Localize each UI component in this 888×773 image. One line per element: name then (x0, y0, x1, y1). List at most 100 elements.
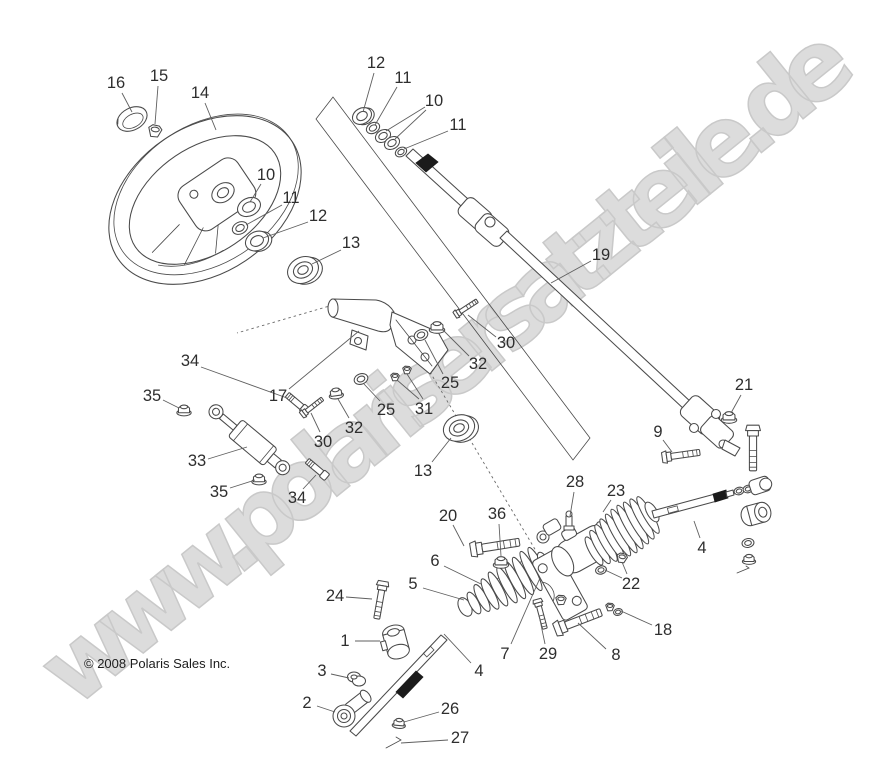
callout-label-34: 34 (288, 489, 306, 507)
callout-leader-26 (404, 712, 439, 722)
callout-leader-27 (401, 740, 448, 743)
callout-label-33: 33 (188, 452, 206, 470)
callout-leader-7 (511, 578, 540, 644)
steering-damper (204, 399, 296, 481)
callout-leader-36 (499, 524, 501, 556)
callout-label-19: 19 (592, 246, 610, 264)
callout-leader-22 (605, 570, 622, 578)
callout-label-30: 30 (314, 433, 332, 451)
callout-leader-13 (312, 250, 341, 264)
callout-leader-15 (155, 86, 158, 124)
callout-label-27: 27 (451, 729, 469, 747)
damper-nut-lower (252, 474, 266, 485)
callout-leader-19 (551, 261, 591, 283)
callout-leader-4 (694, 521, 700, 538)
callout-label-12: 12 (309, 207, 327, 225)
callout-leader-28 (570, 492, 574, 516)
callout-leader-32 (338, 399, 349, 418)
damper-stud-lower (305, 458, 330, 481)
callout-label-5: 5 (408, 575, 417, 593)
tie-rod-end-left (333, 580, 411, 748)
callout-label-35: 35 (143, 387, 161, 405)
callout-leader-9 (663, 440, 672, 452)
assembly-dotted-lines (237, 305, 536, 600)
callout-label-32: 32 (345, 419, 363, 437)
callout-label-10: 10 (425, 92, 443, 110)
callout-leader-30 (468, 315, 496, 337)
damper-nut-upper (177, 405, 191, 416)
callout-leader-11 (246, 205, 282, 225)
callout-leader-6 (444, 566, 481, 584)
callout-label-13: 13 (414, 462, 432, 480)
callout-leader-33 (208, 447, 247, 459)
callout-label-10: 10 (257, 166, 275, 184)
callout-label-29: 29 (539, 645, 557, 663)
callout-label-28: 28 (566, 473, 584, 491)
callout-label-15: 15 (150, 67, 168, 85)
callout-leader-35 (230, 480, 255, 488)
callout-label-30: 30 (497, 334, 515, 352)
shaft-bearing (439, 409, 482, 448)
reference-box (316, 97, 590, 460)
callout-label-7: 7 (500, 645, 509, 663)
callout-leader-22 (622, 562, 627, 574)
callout-label-26: 26 (441, 700, 459, 718)
callout-leader-17 (289, 331, 359, 389)
callout-leader-12 (363, 73, 374, 112)
callout-leader-12 (263, 222, 308, 238)
callout-leader-25 (425, 340, 443, 374)
callout-leader-30 (311, 413, 320, 432)
callout-label-17: 17 (269, 387, 287, 405)
callout-leader-31 (397, 380, 419, 399)
callout-leader-2 (317, 706, 335, 712)
callout-label-11: 11 (394, 69, 411, 87)
callout-leader-10 (250, 184, 261, 202)
horn-cap (113, 102, 152, 136)
callout-leader-24 (346, 597, 372, 599)
callout-leader-20 (453, 525, 464, 546)
callout-leader-13 (432, 438, 451, 462)
steering-bracket (328, 299, 448, 374)
callout-leader-3 (331, 674, 349, 678)
callout-label-31: 31 (415, 400, 433, 418)
callout-label-20: 20 (439, 507, 457, 525)
callout-leader-18 (621, 611, 652, 625)
callout-label-11: 11 (449, 116, 466, 134)
callout-leader-34 (303, 475, 316, 489)
callout-label-13: 13 (342, 234, 360, 252)
callout-label-6: 6 (430, 552, 439, 570)
callout-label-11: 11 (282, 189, 299, 207)
callout-label-22: 22 (622, 575, 640, 593)
callout-leader-5 (423, 588, 464, 600)
callout-label-1: 1 (340, 632, 349, 650)
callout-label-4: 4 (474, 662, 483, 680)
callout-label-4: 4 (697, 539, 706, 557)
callout-leader-35 (163, 400, 179, 408)
callout-label-18: 18 (654, 621, 672, 639)
callout-label-16: 16 (107, 74, 125, 92)
callout-leader-4 (444, 634, 471, 663)
callout-leader-10 (386, 107, 425, 131)
rack-and-pinion (350, 475, 774, 736)
callout-leader-14 (205, 103, 216, 130)
callout-label-36: 36 (488, 505, 506, 523)
callout-label-32: 32 (469, 355, 487, 373)
callout-leader-32 (443, 330, 469, 356)
callout-label-14: 14 (191, 84, 209, 102)
callout-label-25: 25 (377, 401, 395, 419)
callout-label-24: 24 (326, 587, 344, 605)
callout-leader-29 (539, 615, 545, 644)
ujoint-bolt (661, 446, 700, 464)
steering-shaft (406, 149, 740, 456)
callout-label-23: 23 (607, 482, 625, 500)
callout-label-8: 8 (611, 646, 620, 664)
callout-label-34: 34 (181, 352, 199, 370)
callout-leader-11 (375, 87, 397, 125)
callout-label-9: 9 (653, 423, 662, 441)
callout-label-35: 35 (210, 483, 228, 501)
copyright-notice: © 2008 Polaris Sales Inc. (84, 656, 231, 671)
callout-label-25: 25 (441, 374, 459, 392)
callout-label-2: 2 (302, 694, 311, 712)
